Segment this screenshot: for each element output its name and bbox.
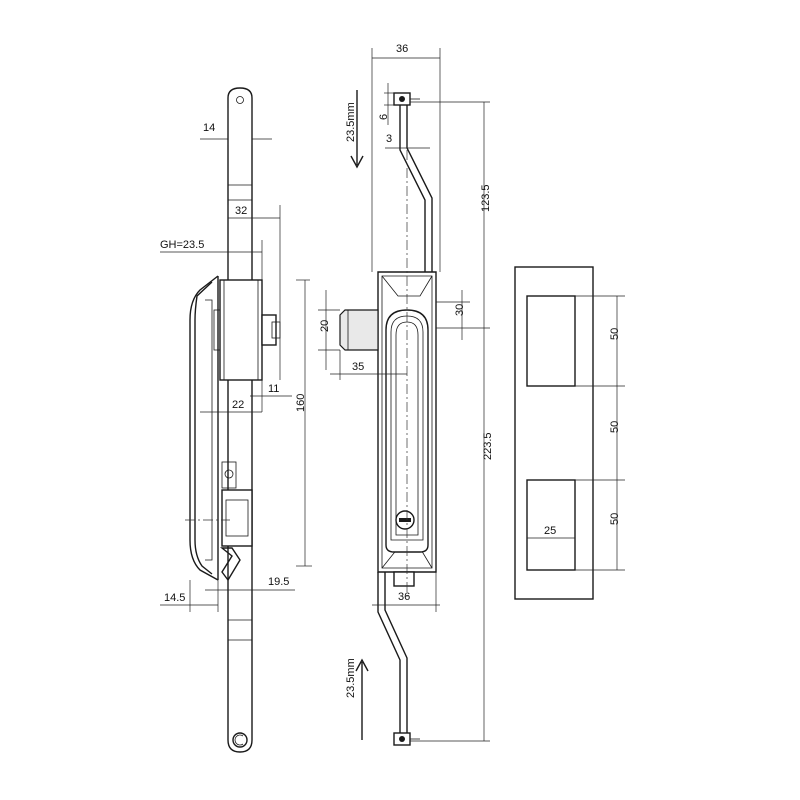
- front-view: 36 23.5mm 6 3 123.5 30 20 35 2: [318, 43, 494, 746]
- latch-tongue-side: [261, 314, 277, 346]
- cylinder-side: [221, 489, 253, 547]
- dim-50-lower: 50: [609, 513, 621, 525]
- dim-gh: GH=23.5: [160, 239, 204, 251]
- dim-30: 30: [454, 304, 466, 316]
- cutout-plate: [514, 266, 594, 600]
- hook-side: [220, 547, 241, 582]
- dim-160: 160: [295, 394, 307, 412]
- rod-top-hole: [236, 96, 244, 104]
- rod-bottom-clip: [232, 732, 248, 748]
- cutout-view: 50 50 50 25: [514, 266, 625, 600]
- dim-14-5: 14.5: [164, 592, 185, 604]
- dim-35: 35: [352, 361, 364, 373]
- side-view: 14 32 GH=23.5 11 22 160 19.5 14.5: [160, 87, 312, 753]
- handle-slot: [385, 309, 429, 553]
- dim-14: 14: [203, 122, 215, 134]
- dim-6: 6: [378, 114, 390, 120]
- dim-23-5mm-bottom: 23.5mm: [345, 658, 357, 698]
- dim-123-5: 123.5: [480, 184, 492, 212]
- dim-50-upper: 50: [609, 328, 621, 340]
- dim-20: 20: [319, 320, 331, 332]
- dim-25: 25: [544, 525, 556, 537]
- dim-19-5: 19.5: [268, 576, 289, 588]
- dim-23-5mm-top: 23.5mm: [345, 102, 357, 142]
- dim-223-5: 223.5: [482, 432, 494, 460]
- dim-32: 32: [235, 205, 247, 217]
- dim-50-middle: 50: [609, 421, 621, 433]
- cutout-upper: [526, 295, 576, 387]
- dim-11: 11: [268, 383, 279, 395]
- dim-3: 3: [386, 133, 392, 145]
- dim-36-top: 36: [396, 43, 408, 55]
- cutout-lower: [526, 479, 576, 571]
- latch-tongue-front: [339, 309, 379, 351]
- dim-22: 22: [232, 399, 244, 411]
- dim-36-bottom: 36: [398, 591, 410, 603]
